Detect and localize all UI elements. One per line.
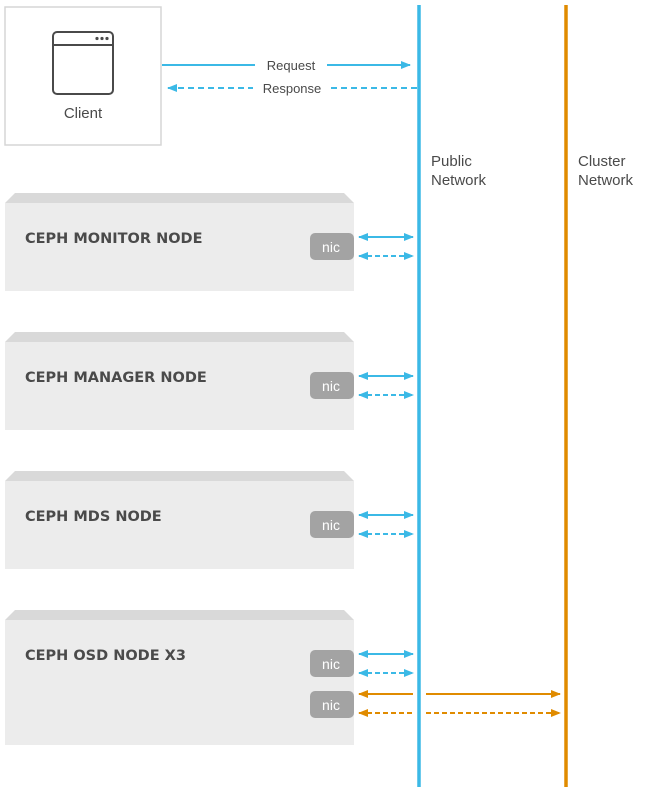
node-title: CEPH MONITOR NODE	[25, 231, 202, 247]
cluster-network-line1: Cluster	[578, 153, 626, 170]
nic-label: nic	[322, 697, 340, 713]
node-title: CEPH MANAGER NODE	[25, 370, 207, 386]
public-network-line1: Public	[431, 153, 472, 170]
ceph-monitor-node: CEPH MONITOR NODE nic	[5, 193, 354, 291]
application-window-icon	[52, 31, 114, 95]
ceph-mds-node: CEPH MDS NODE nic	[5, 471, 354, 569]
nic-port	[310, 511, 354, 538]
client-label: Client	[64, 105, 103, 122]
ceph-manager-node: CEPH MANAGER NODE nic	[5, 332, 354, 430]
public-network-label: Public Network	[431, 153, 487, 189]
node-title: CEPH MDS NODE	[25, 509, 162, 525]
cluster-network-line2: Network	[578, 172, 634, 189]
nic-port	[310, 233, 354, 260]
nic-port-cluster	[310, 691, 354, 718]
response-arrow: Response	[167, 81, 418, 96]
client-box: Client	[4, 6, 162, 146]
response-label: Response	[263, 81, 322, 96]
public-network-line2: Network	[431, 172, 487, 189]
nic-label: nic	[322, 239, 340, 255]
nic-port	[310, 372, 354, 399]
ceph-osd-node: CEPH OSD NODE X3 nic nic	[5, 610, 354, 745]
nic-label: nic	[322, 656, 340, 672]
request-label: Request	[267, 58, 316, 73]
cluster-network-label: Cluster Network	[578, 153, 634, 189]
nic-label: nic	[322, 378, 340, 394]
nic-port-public	[310, 650, 354, 677]
request-arrow: Request	[162, 58, 411, 73]
node-title: CEPH OSD NODE X3	[25, 648, 186, 664]
nic-label: nic	[322, 517, 340, 533]
